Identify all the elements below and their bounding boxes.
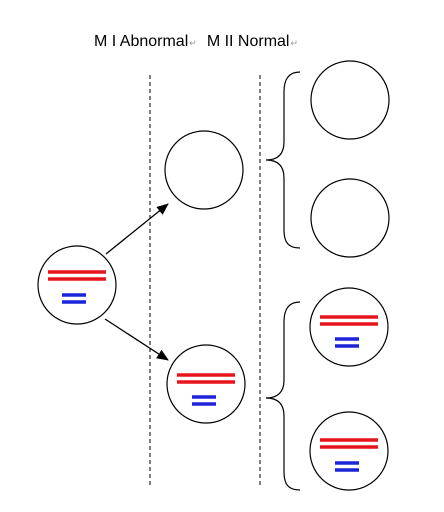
mii-cell-4	[309, 411, 389, 491]
return-mark-icon: ↵	[290, 38, 299, 48]
arrow-to-top-cell	[105, 203, 169, 255]
brace-top	[265, 71, 301, 249]
mii-cell-2	[310, 178, 390, 258]
parent-cell	[37, 245, 117, 325]
meiosis-one-label: M I Abnormal	[94, 33, 189, 50]
mii-cell-3	[309, 287, 389, 367]
arrow-to-bottom-cell	[104, 318, 169, 361]
stage-header: M I Abnormal ↵ M II Normal ↵	[94, 33, 298, 51]
mi-daughter-bottom-cell	[166, 344, 246, 424]
return-mark-icon: ↵	[189, 38, 197, 48]
meiosis-two-label: M II Normal	[206, 33, 290, 50]
mii-cell-1	[310, 60, 390, 140]
brace-bottom	[265, 301, 301, 491]
mi-daughter-top-cell	[164, 130, 244, 210]
